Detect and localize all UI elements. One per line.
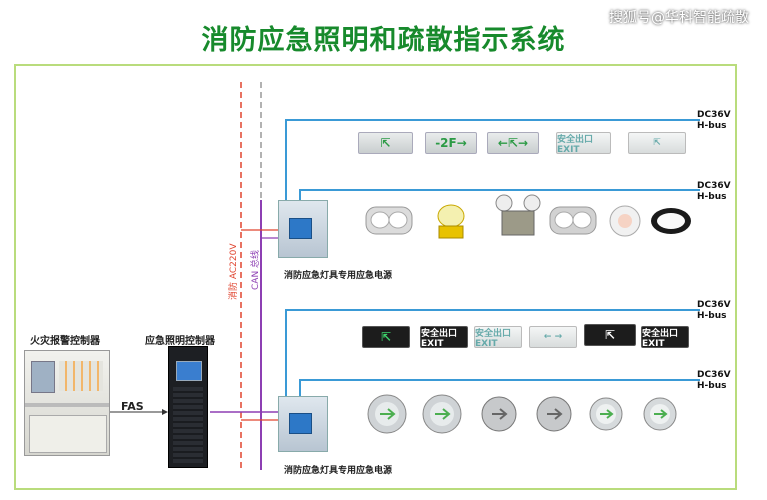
floor-lamp-5 [589,397,623,431]
ac220v-label: 消防 AC220V [229,243,239,300]
emergency-lighting-controller [168,346,208,468]
exit-sign-5: ⇱ [628,132,686,154]
emergency-controller-label: 应急照明控制器 [145,336,215,347]
fire-alarm-controller [24,350,110,456]
exit-sign-1: ⇱ [358,132,413,154]
twin-spot-lamp [495,194,541,236]
floor-lamp-4 [536,396,572,432]
bus-trunk-top [285,119,700,214]
bulkhead-lamp [651,208,691,234]
fas-label: FAS [121,400,144,413]
exit-sign-6: ⇱ [362,326,410,348]
power-supply-label-top: 消防应急灯具专用应急电源 [284,271,393,281]
fire-alarm-controller-label: 火灾报警控制器 [30,336,100,347]
exit-sign-3: ←⇱→ [487,132,539,154]
floor-lamp-6 [643,397,677,431]
floor-lamp-2 [422,394,462,434]
exit-sign-11: 安全出口 EXIT [641,326,689,349]
can-bus-label: CAN 总线 [251,249,261,290]
floor-lamp-1 [367,394,407,434]
watermark: 搜狐号@华科智能疏散 [609,10,749,26]
twin-head-lamp-1 [365,206,413,235]
exit-sign-2: -2F→ [425,132,477,154]
explosion-proof-lamp [437,204,465,239]
bus-trunk-bottom [285,309,700,408]
diagram-title: 消防应急照明和疏散指示系统 [201,25,566,56]
power-supply-box-bottom [278,396,328,452]
twin-head-lamp-2 [549,206,597,235]
exit-sign-9: ← → [529,326,577,348]
exit-sign-8: 安全出口 EXIT [474,326,522,349]
power-supply-box-top [278,200,328,258]
diagram-frame [14,64,737,490]
floor-lamp-3 [481,396,517,432]
exit-sign-4: 安全出口 EXIT [556,132,611,155]
ceiling-lamp [609,205,641,237]
exit-sign-10: ⇱ [584,324,636,346]
exit-sign-7: 安全出口 EXIT [420,326,468,349]
power-supply-label-bottom: 消防应急灯具专用应急电源 [284,466,393,476]
fas-arrow [162,409,168,415]
